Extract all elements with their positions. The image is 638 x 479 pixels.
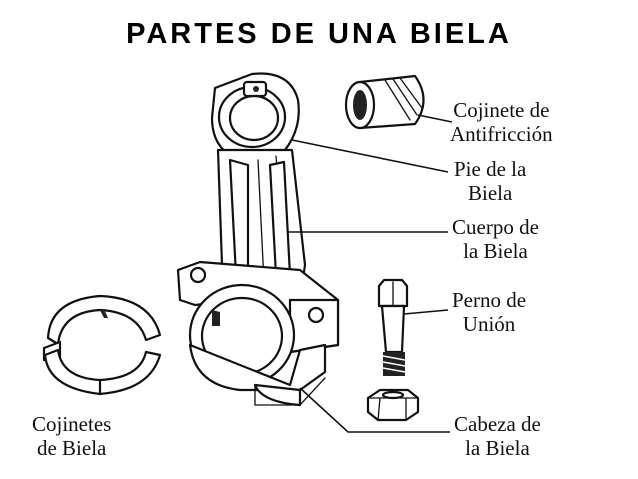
leader-line-bushing [417,114,453,123]
leader-line-cabeza [299,387,450,433]
connecting-rod [176,72,340,407]
diagram-title: PARTES DE UNA BIELA [126,18,512,50]
label-pie-biela: Pie de la Biela [454,157,527,205]
leader-line-pie [291,139,449,173]
rod-bearing-shells [42,294,162,396]
label-cojinetes-biela: Cojinetes de Biela [32,412,112,460]
label-cuerpo-biela: Cuerpo de la Biela [452,215,539,263]
label-cabeza-biela: Cabeza de la Biela [454,412,541,460]
connecting-bolt [377,278,409,376]
hex-nut [366,388,420,422]
antifriction-bushing [344,74,425,130]
label-cojinete-antifriccion: Cojinete de Antifricción [450,98,553,146]
label-perno-union: Perno de Unión [452,288,527,336]
leader-line-perno [403,309,449,315]
